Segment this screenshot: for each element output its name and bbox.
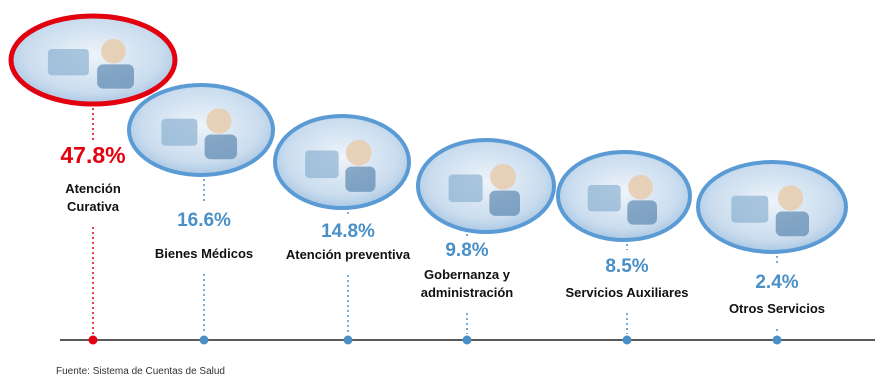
photo-detail (587, 185, 621, 212)
axis-marker-2 (199, 335, 209, 345)
category-label-1: Curativa (67, 199, 120, 214)
photo-detail (47, 49, 89, 76)
doctor-patient-photo-icon (273, 114, 411, 210)
documents-photo-icon (416, 138, 556, 234)
axis-marker-5 (622, 335, 632, 345)
photo-detail (628, 174, 653, 200)
category-label-2: Bienes Médicos (155, 246, 253, 261)
category-label-6: Otros Servicios (729, 301, 825, 316)
value-label-4: 9.8% (445, 240, 488, 261)
category-label-5: Servicios Auxiliares (565, 285, 688, 300)
photo-detail (731, 195, 769, 223)
category-label-4: administración (421, 285, 514, 300)
axis-marker-4 (462, 335, 472, 345)
photo-detail (345, 139, 372, 166)
value-label-2: 16.6% (177, 210, 231, 231)
axis-marker-1 (88, 335, 98, 345)
category-label-4: Gobernanza y (424, 267, 511, 282)
axis-marker-6 (772, 335, 782, 345)
surgery-photo-icon (8, 13, 178, 107)
photo-detail (206, 108, 232, 134)
value-label-3: 14.8% (321, 221, 375, 242)
photo-detail (489, 190, 520, 216)
value-label-6: 2.4% (755, 272, 798, 293)
laboratory-photo-icon (556, 150, 692, 242)
pharmacy-photo-icon (127, 83, 275, 177)
photo-detail (345, 166, 376, 192)
category-label-1: Atención (65, 181, 121, 196)
photo-detail (777, 185, 804, 211)
photo-detail (627, 200, 657, 225)
photo-detail (775, 211, 809, 237)
axis-marker-3 (343, 335, 353, 345)
photo-detail (97, 64, 134, 89)
category-label-3: Atención preventiva (286, 247, 411, 262)
value-label-5: 8.5% (605, 256, 648, 277)
value-label-1: 47.8% (60, 142, 125, 168)
source-note: Fuente: Sistema de Cuentas de Salud (56, 366, 225, 377)
rehabilitation-photo-icon (696, 160, 848, 254)
photo-detail (101, 38, 126, 64)
photo-detail (161, 118, 198, 146)
photo-detail (204, 134, 237, 160)
photo-detail (448, 174, 483, 203)
photo-detail (490, 163, 516, 190)
photo-detail (305, 150, 339, 179)
